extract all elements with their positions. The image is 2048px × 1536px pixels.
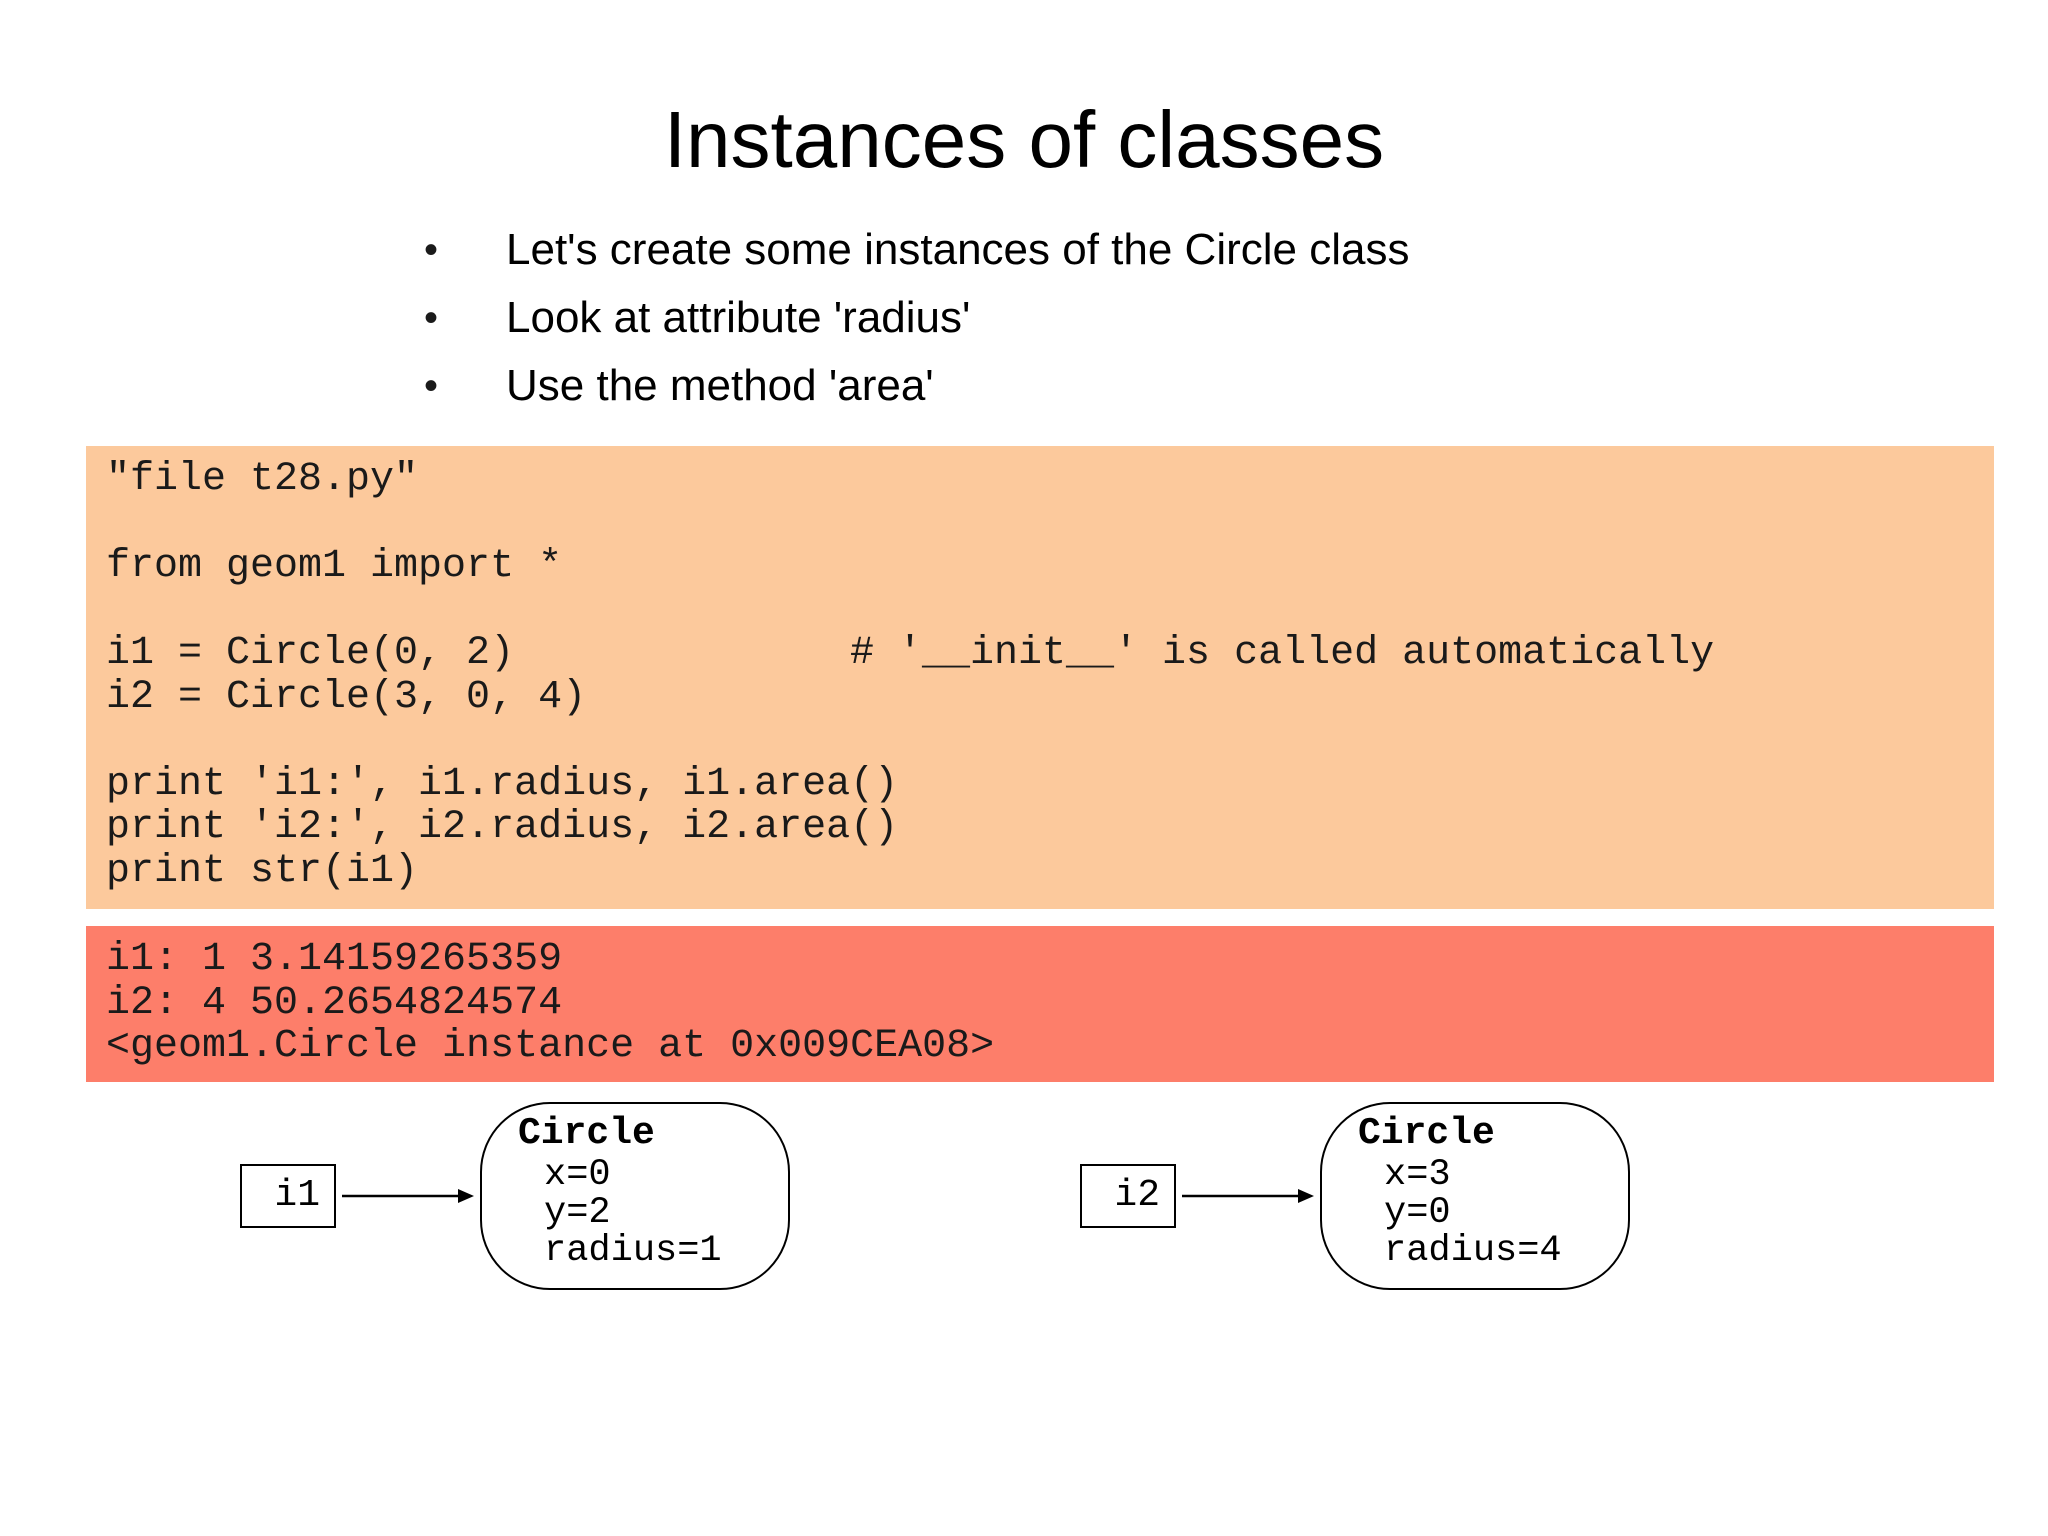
code-line: i2 = Circle(3, 0, 4) xyxy=(106,674,587,720)
output-line: i2: 4 50.2654824574 xyxy=(106,980,563,1026)
bullet-icon: • xyxy=(424,296,439,340)
code-line: print 'i1:', i1.radius, i1.area() xyxy=(106,761,899,807)
circle-instance-box: Circle x=3 y=0 radius=4 xyxy=(1320,1102,1630,1290)
instance-diagram: i1 Circle x=0 y=2 radius=1 i2 Circle x=3… xyxy=(0,1100,2048,1340)
attribute: y=0 xyxy=(1384,1192,1451,1234)
output-line: i1: 1 3.14159265359 xyxy=(106,937,563,982)
reference-arrow xyxy=(342,1189,474,1203)
circle-instance-box: Circle x=0 y=2 radius=1 xyxy=(480,1102,790,1290)
bullet-text: Look at attribute 'radius' xyxy=(506,293,971,342)
program-output: i1: 1 3.14159265359 i2: 4 50.2654824574 … xyxy=(86,926,1994,1082)
code-line: "file t28.py" xyxy=(106,457,419,502)
bullet-icon: • xyxy=(424,364,439,408)
attribute: radius=1 xyxy=(544,1230,722,1272)
class-name: Circle xyxy=(1358,1112,1495,1155)
attribute: radius=4 xyxy=(1384,1230,1562,1272)
variable-box-i1: i1 xyxy=(240,1164,336,1228)
bullet-text: Let's create some instances of the Circl… xyxy=(506,225,1410,274)
code-listing: "file t28.py" from geom1 import * i1 = C… xyxy=(86,446,1994,909)
reference-arrow xyxy=(1182,1189,1314,1203)
code-line: from geom1 import * xyxy=(106,544,563,589)
variable-box-i2: i2 xyxy=(1080,1164,1176,1228)
code-comment: # '__init__' is called automatically xyxy=(850,631,1715,676)
attribute: x=0 xyxy=(544,1154,611,1196)
code-line: i1 = Circle(0, 2) xyxy=(106,631,515,676)
attribute: y=2 xyxy=(544,1192,611,1234)
code-line: print str(i1) xyxy=(106,848,419,894)
output-line: <geom1.Circle instance at 0x009CEA08> xyxy=(106,1024,995,1069)
bullet-text: Use the method 'area' xyxy=(506,361,934,410)
attribute: x=3 xyxy=(1384,1154,1451,1196)
class-name: Circle xyxy=(518,1112,655,1155)
slide-title: Instances of classes xyxy=(663,95,1385,184)
code-line: print 'i2:', i2.radius, i2.area() xyxy=(106,805,899,850)
bullet-icon: • xyxy=(424,228,439,272)
